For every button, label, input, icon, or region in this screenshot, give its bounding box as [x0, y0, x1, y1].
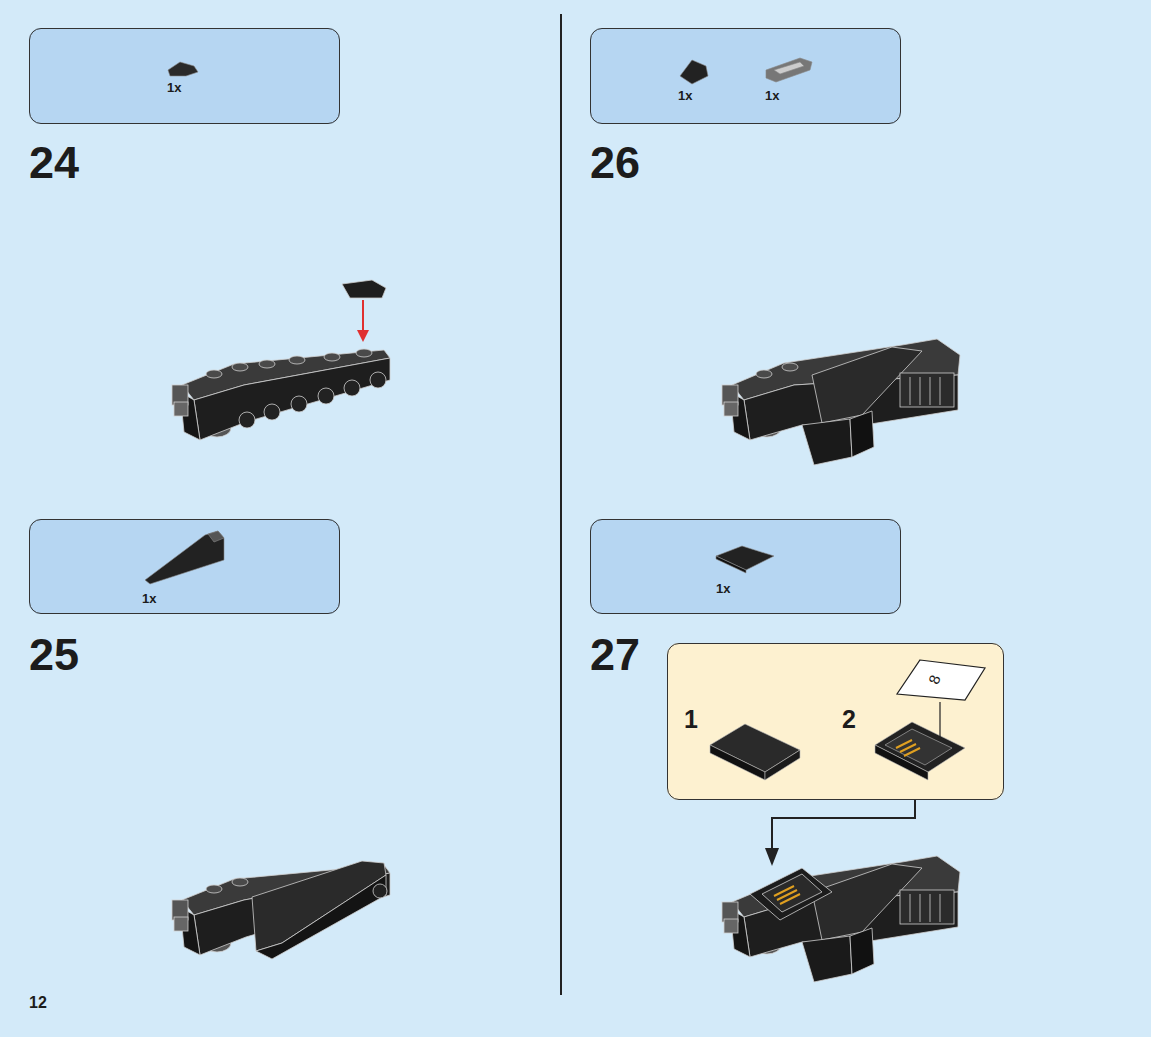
placement-arrow [765, 800, 915, 866]
divider [560, 14, 562, 995]
part-count: 1x [716, 582, 730, 595]
part-callout: 1x [29, 519, 340, 614]
step-number: 27 [590, 632, 640, 677]
part-callout: 1x [590, 519, 901, 614]
inset-fill [667, 643, 1004, 800]
sub-step-inset: 12 [667, 643, 1004, 800]
model-step-24 [172, 349, 390, 440]
inset-parts [710, 660, 985, 780]
part-count: 1x [678, 89, 692, 102]
part-callout: 1x [29, 28, 340, 124]
part-count: 1x [167, 81, 181, 94]
callout-fill [29, 28, 340, 124]
step-number: 25 [29, 632, 79, 677]
new-part [342, 280, 386, 342]
callout-fill [29, 519, 340, 614]
model-step-25 [172, 861, 390, 959]
model-step-26 [722, 339, 960, 465]
part-count: 1x [765, 89, 779, 102]
model-step-27 [722, 856, 960, 982]
sub-step-number: 1 [684, 707, 698, 732]
callout-fill [590, 519, 901, 614]
part-icon [145, 58, 812, 584]
part-count: 1x [142, 592, 156, 605]
step-number: 26 [590, 140, 640, 185]
sub-step-number: 2 [842, 707, 856, 732]
step-number: 24 [29, 140, 79, 185]
page-number: 12 [29, 995, 47, 1011]
callout-fill [590, 28, 901, 124]
part-callout: 1x 1x [590, 28, 901, 124]
